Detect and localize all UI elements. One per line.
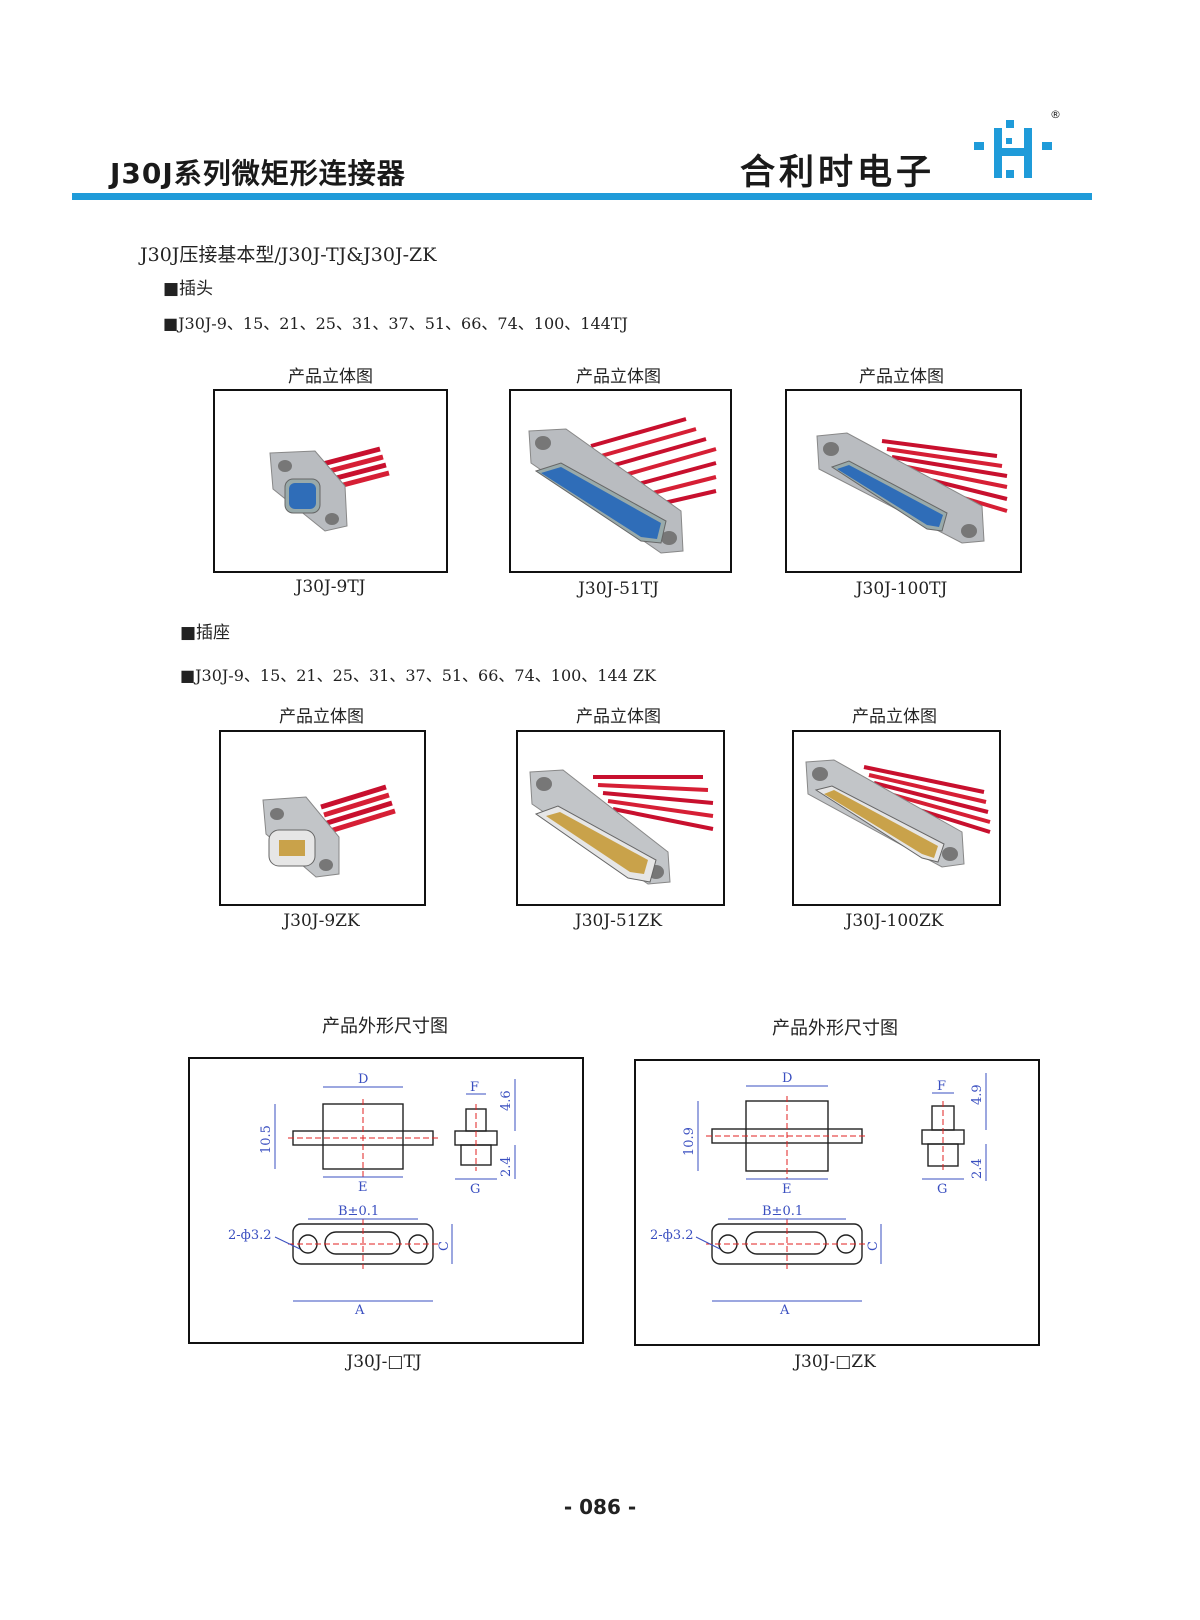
socket-label-9zk: J30J-9ZK [283,911,360,931]
brand-logo [966,110,1056,188]
dim-g-right: G [937,1182,947,1197]
plug-image-caption-3: 产品立体图 [859,367,944,387]
dim-d-right: D [782,1071,792,1086]
dimension-caption-right: 产品外形尺寸图 [772,1018,898,1039]
dim-holes-right: 2-ф3.2 [650,1228,694,1243]
dim-top-left: 4.6 [499,1090,514,1111]
dim-a-right: A [779,1303,790,1318]
socket-image-caption-1: 产品立体图 [279,707,364,727]
plug-label-100tj: J30J-100TJ [855,579,948,599]
dim-height-left: 10.5 [259,1125,274,1154]
dim-bottom-right: 2.4 [970,1158,985,1179]
dim-height-right: 10.9 [682,1127,697,1156]
dim-e-right: E [782,1182,792,1197]
plug-image-100tj [785,389,1022,573]
dim-top-right: 4.9 [970,1084,985,1105]
dim-b-left: B±0.1 [338,1204,379,1219]
dim-c-right: C [866,1241,881,1251]
dim-f-right: F [937,1079,946,1094]
plug-image-caption-1: 产品立体图 [288,367,373,387]
socket-label-100zk: J30J-100ZK [845,911,944,931]
socket-image-caption-2: 产品立体图 [576,707,661,727]
socket-heading: ■插座 [180,623,231,643]
socket-label-51zk: J30J-51ZK [574,911,663,931]
brand-name: 合利时电子 [740,153,936,193]
plug-image-caption-2: 产品立体图 [576,367,661,387]
socket-image-9zk [219,730,426,906]
dimension-drawing-zk: D E F G 10.9 4.9 2.4 B±0.1 A C 2-ф3.2 [634,1059,1040,1346]
plug-label-51tj: J30J-51TJ [578,579,659,599]
dim-holes-left: 2-ф3.2 [228,1228,272,1243]
dim-g-left: G [470,1182,480,1197]
dim-b-right: B±0.1 [762,1204,803,1219]
dimension-label-zk: J30J-□ZK [794,1352,876,1372]
socket-image-100zk [792,730,1001,906]
section-title: J30J压接基本型/J30J-TJ&J30J-ZK [140,244,437,266]
dimension-label-tj: J30J-□TJ [346,1352,422,1372]
plug-heading: ■插头 [163,279,214,299]
header-rule [72,193,1092,200]
page-number: - 086 - [563,1495,637,1519]
dim-bottom-left: 2.4 [499,1156,514,1177]
dimension-caption-left: 产品外形尺寸图 [322,1016,448,1037]
registered-mark: ® [1050,108,1061,121]
plug-label-9tj: J30J-9TJ [295,577,366,597]
plug-models: ■J30J-9、15、21、25、31、37、51、66、74、100、144T… [163,314,628,333]
dim-e-left: E [358,1180,368,1195]
dim-f-left: F [470,1080,479,1095]
catalog-title: J30J系列微矩形连接器 [110,157,406,190]
dim-d-left: D [358,1072,368,1087]
plug-image-51tj [509,389,732,573]
plug-image-9tj [213,389,448,573]
dim-c-left: C [437,1241,452,1251]
dimension-drawing-tj: D E F G 10.5 4.6 2.4 B±0.1 A C 2-ф3.2 [188,1057,584,1344]
socket-image-caption-3: 产品立体图 [852,707,937,727]
socket-image-51zk [516,730,725,906]
socket-models: ■J30J-9、15、21、25、31、37、51、66、74、100、144 … [180,666,657,685]
dim-a-left: A [354,1303,365,1318]
